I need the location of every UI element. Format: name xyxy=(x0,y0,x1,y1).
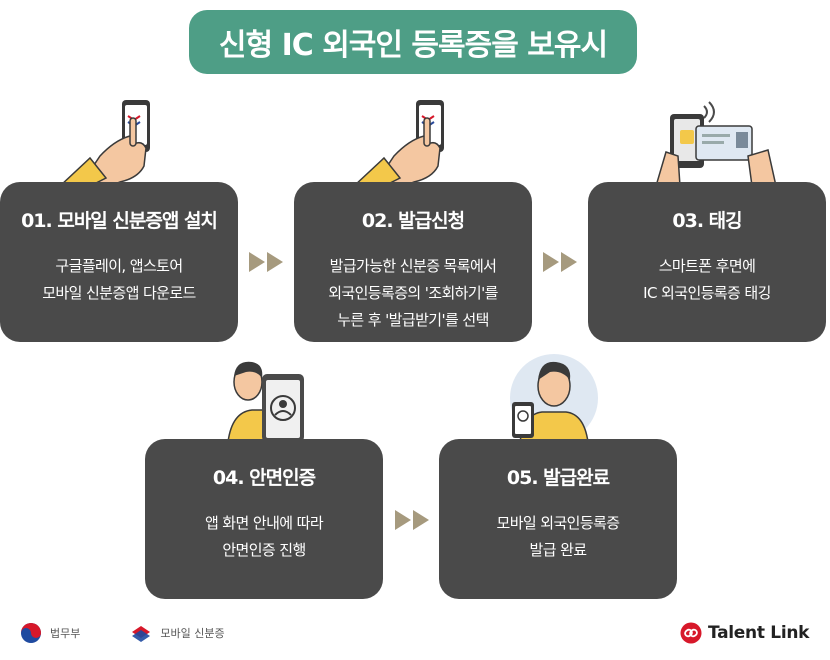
step-card-face-auth: 04. 안면인증 앱 화면 안내에 따라 안면인증 진행 xyxy=(145,439,383,599)
step-description-line: 구글플레이, 앱스토어 xyxy=(55,257,183,275)
double-chevron-right-icon xyxy=(543,252,583,272)
ministry-logo: 법무부 xyxy=(20,622,80,644)
step-description-line: 모바일 신분증앱 다운로드 xyxy=(42,284,196,302)
step-description-line: 누른 후 '발급받기'를 선택 xyxy=(337,311,489,329)
step-description-line: 발급 완료 xyxy=(529,541,588,559)
mobile-id-logo-icon xyxy=(132,626,151,642)
completed-person-illustration xyxy=(506,350,602,443)
step-description-line: 앱 화면 안내에 따라 xyxy=(204,514,324,532)
mobile-id-name: 모바일 신분증 xyxy=(160,627,225,640)
page-title: 신형 IC 외국인 등록증을 보유시 xyxy=(189,10,637,74)
step-card-tagging: 03. 태깅 스마트폰 후면에 IC 외국인등록증 태깅 xyxy=(588,182,826,342)
step-title: 01. 모바일 신분증앱 설치 xyxy=(21,210,218,232)
step-card-install: 01. 모바일 신분증앱 설치 구글플레이, 앱스토어 모바일 신분증앱 다운로… xyxy=(0,182,238,342)
step-card-apply: 02. 발급신청 발급가능한 신분증 목록에서 외국인등록증의 '조회하기'를 … xyxy=(294,182,532,342)
hand-phone-illustration xyxy=(352,96,464,187)
double-chevron-right-icon xyxy=(395,510,435,530)
step-description-line: 외국인등록증의 '조회하기'를 xyxy=(328,284,498,302)
double-chevron-right-icon xyxy=(249,252,289,272)
hand-phone-illustration xyxy=(58,96,170,187)
step-title: 05. 발급완료 xyxy=(506,467,610,489)
step-description-line: 모바일 외국인등록증 xyxy=(496,514,621,532)
step-description-line: IC 외국인등록증 태깅 xyxy=(643,284,771,302)
step-description-line: 안면인증 진행 xyxy=(222,541,306,559)
mobile-id-logo: 모바일 신분증 xyxy=(130,624,225,642)
face-recognition-illustration xyxy=(222,352,312,443)
brand-name: Talent Link xyxy=(708,623,810,643)
brand-logo: Talent Link xyxy=(680,622,809,644)
taegeuk-emblem-icon xyxy=(21,623,41,643)
step-title: 03. 태깅 xyxy=(672,210,742,232)
ministry-name: 법무부 xyxy=(50,627,81,640)
card-tagging-illustration xyxy=(654,96,777,187)
step-description-line: 발급가능한 신분증 목록에서 xyxy=(329,257,497,275)
footer-logos: 법무부 모바일 신분증 xyxy=(20,622,255,644)
step-description-line: 스마트폰 후면에 xyxy=(658,257,756,275)
chain-link-icon xyxy=(680,622,702,644)
step-title: 04. 안면인증 xyxy=(212,467,316,489)
step-card-complete: 05. 발급완료 모바일 외국인등록증 발급 완료 xyxy=(439,439,677,599)
step-title: 02. 발급신청 xyxy=(361,210,465,232)
